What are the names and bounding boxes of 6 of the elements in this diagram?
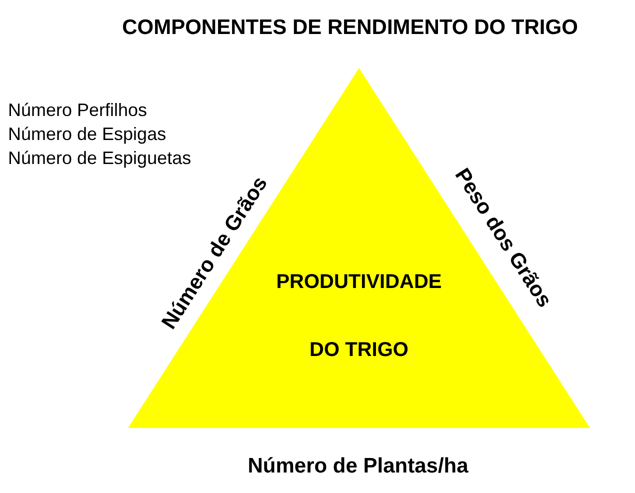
side-label: Número de Plantas/ha <box>248 453 468 480</box>
component-label: Número de Espiguetas <box>8 147 192 170</box>
node-text: PRODUTIVIDADE DO TRIGO <box>275 270 443 363</box>
component-label: Número Perfilhos <box>8 99 148 122</box>
component-label: Número de Espigas <box>8 123 168 146</box>
diagram-title: COMPONENTES DE RENDIMENTO DO TRIGO <box>121 15 579 41</box>
